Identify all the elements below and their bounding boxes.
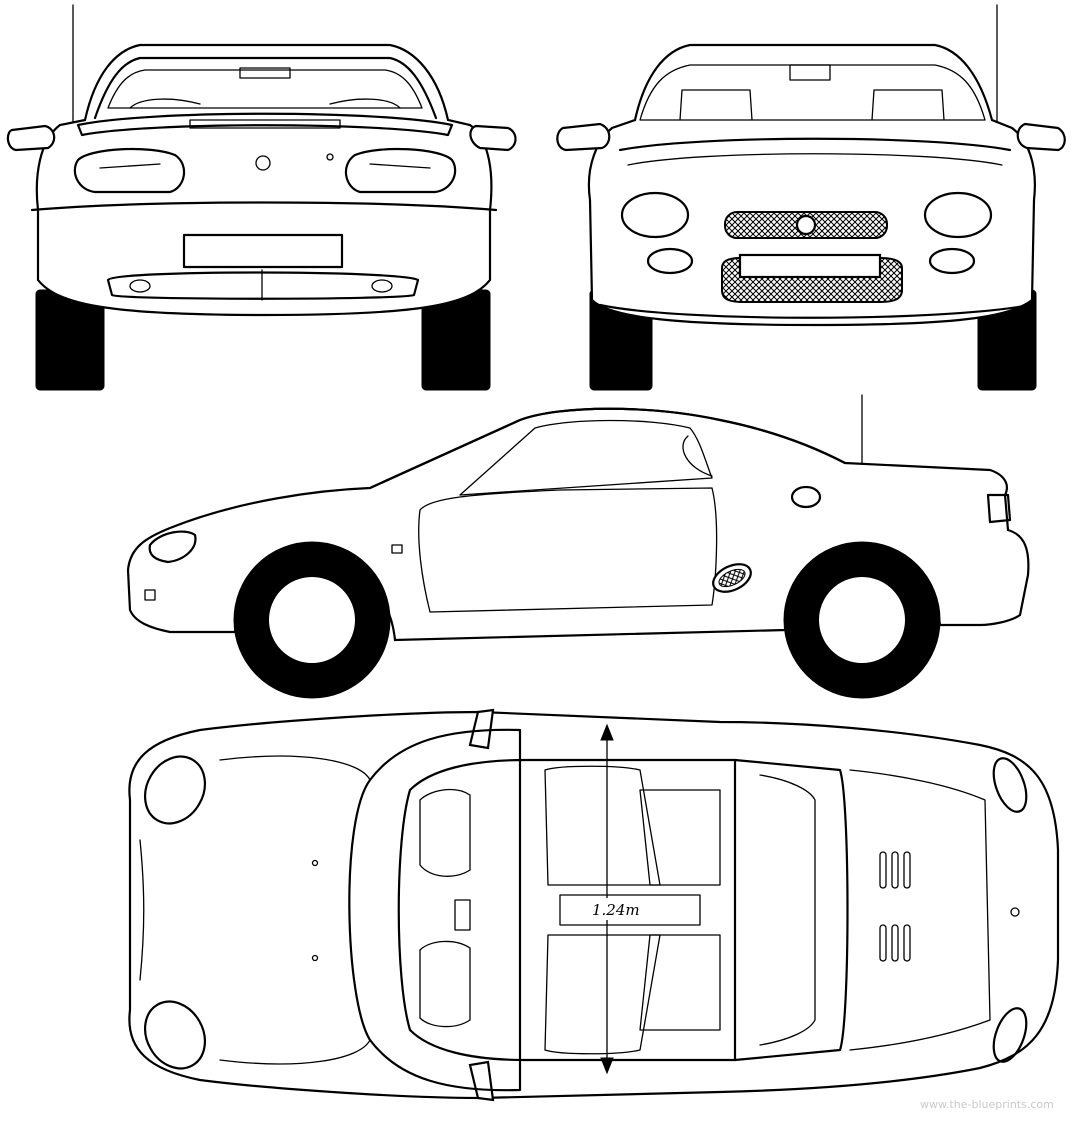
front-marker xyxy=(144,589,156,601)
rear-badge xyxy=(255,155,271,171)
side-repeater xyxy=(391,544,403,554)
windscreen-frame-top xyxy=(348,728,522,1092)
width-dimension: 1.24m xyxy=(588,723,640,1075)
steering-area-left xyxy=(419,788,471,877)
front-bumper-line xyxy=(139,839,145,981)
engine-vents xyxy=(879,851,911,962)
front-mirror xyxy=(789,64,831,81)
seat-left-cushion xyxy=(544,765,661,886)
top-right-headlight xyxy=(143,1000,207,1070)
center-tunnel xyxy=(559,894,701,926)
side-door xyxy=(418,487,718,613)
cockpit xyxy=(397,758,737,1062)
rear-body-shell xyxy=(35,43,493,317)
rear-valance xyxy=(106,271,420,300)
watermark: www.the-blueprints.com xyxy=(920,1098,1054,1111)
top-view: 1.24m xyxy=(128,708,1060,1102)
front-badge xyxy=(795,214,817,236)
third-brake-light xyxy=(189,119,341,129)
left-fog-light xyxy=(129,279,151,293)
top-left-headlight xyxy=(143,755,207,825)
dimension-arrow-bottom xyxy=(600,1057,614,1075)
rear-bumper-line xyxy=(30,201,498,212)
seat-right-cushion xyxy=(544,934,661,1055)
roll-hoop xyxy=(682,435,713,477)
top-left-mirror xyxy=(468,708,495,750)
trunk-lock xyxy=(326,153,334,161)
left-headlight xyxy=(620,191,690,239)
dash-right xyxy=(419,940,471,1028)
washer-jet-left xyxy=(311,859,319,867)
soft-top-line xyxy=(368,407,847,490)
seat-left-back xyxy=(639,789,721,886)
front-seats xyxy=(679,89,945,121)
washer-jet-right xyxy=(311,954,319,962)
dimension-label: 1.24m xyxy=(592,901,640,919)
rear-headrests xyxy=(129,98,401,109)
rear-plate xyxy=(182,233,344,269)
trunk-lid-line xyxy=(849,769,991,1051)
seat-right-back xyxy=(639,934,721,1031)
front-view xyxy=(556,4,1066,391)
side-headlight xyxy=(148,530,197,564)
left-tail-light xyxy=(73,147,186,194)
right-indicator xyxy=(928,247,976,275)
bonnet-crease-top xyxy=(219,755,371,1065)
side-sill xyxy=(394,629,786,641)
tail-light-detail xyxy=(99,163,431,169)
hood-cover xyxy=(733,758,849,1062)
front-right-mirror xyxy=(1016,122,1066,152)
fuel-filler xyxy=(790,485,822,509)
right-headlight xyxy=(923,191,993,239)
front-spoiler-line xyxy=(598,303,1032,319)
right-tail-light xyxy=(344,147,457,194)
rear-roof-line xyxy=(93,56,438,120)
side-window xyxy=(459,419,713,496)
rear-view-mirror xyxy=(239,67,291,79)
front-left-mirror xyxy=(556,122,611,152)
top-left-tail-light xyxy=(992,757,1028,813)
side-intake-mesh xyxy=(718,568,746,588)
dimension-arrow-top xyxy=(600,723,614,741)
rear-deck-line xyxy=(759,774,816,1046)
side-tail-light xyxy=(986,493,1012,524)
rear-wheel-rim xyxy=(817,575,907,665)
right-mirror xyxy=(469,124,517,152)
top-right-tail-light xyxy=(992,1007,1028,1063)
front-plate xyxy=(738,253,882,279)
rear-window xyxy=(107,69,423,109)
left-mirror xyxy=(6,124,56,152)
gear-lever xyxy=(454,899,471,931)
side-view xyxy=(126,394,1030,699)
front-wheel-rim xyxy=(267,575,357,665)
windscreen xyxy=(639,64,986,121)
bonnet-crease xyxy=(627,153,1003,166)
left-indicator xyxy=(646,247,694,275)
rear-view xyxy=(6,4,517,391)
rear-spoiler xyxy=(76,112,454,137)
right-fog-light xyxy=(371,279,393,293)
bonnet-line xyxy=(618,137,1012,152)
trunk-lock-top xyxy=(1010,907,1020,917)
